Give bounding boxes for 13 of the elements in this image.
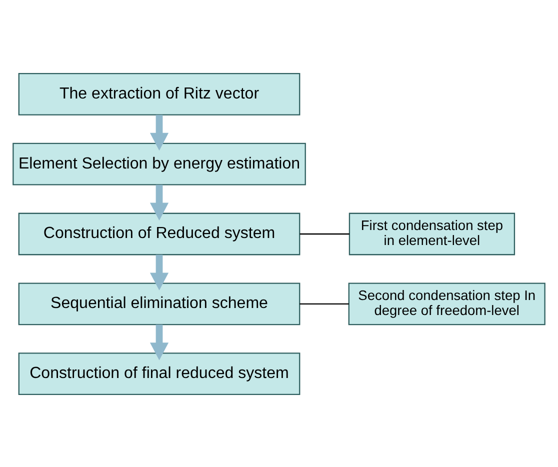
connector xyxy=(300,302,349,304)
node-box: Construction of Reduced system xyxy=(18,212,300,255)
node-box: Element Selection by energy estimation xyxy=(12,142,306,185)
node-box: The extraction of Ritz vector xyxy=(18,72,300,115)
node-box: Sequential elimination scheme xyxy=(18,282,300,325)
node-box: First condensation step in element-level xyxy=(348,212,516,255)
arrow xyxy=(150,114,169,150)
arrow xyxy=(150,184,169,220)
arrow xyxy=(150,324,169,360)
arrow xyxy=(150,254,169,290)
node-box: Construction of final reduced system xyxy=(18,352,300,394)
node-box: Second condensation step In degree of freedom-level xyxy=(348,282,546,325)
connector xyxy=(300,232,350,234)
